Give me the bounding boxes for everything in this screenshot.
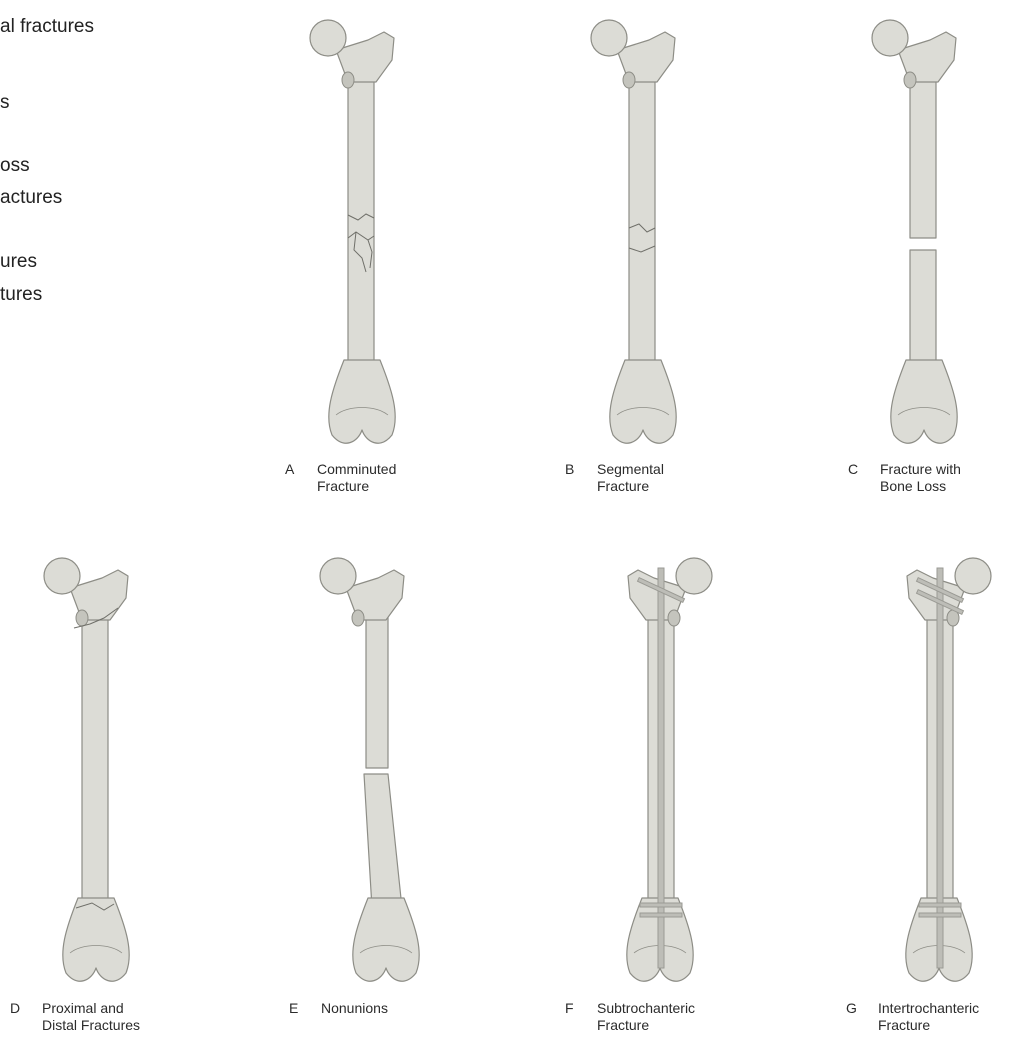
- femur-condyles: [610, 360, 676, 443]
- caption-letter: A: [285, 461, 294, 478]
- caption-letter: D: [10, 1000, 20, 1017]
- caption-line: Bone Loss: [880, 478, 946, 494]
- caption-f: F SubtrochantericFracture: [565, 1000, 725, 1036]
- femoral-head: [44, 558, 80, 594]
- caption-letter: E: [289, 1000, 298, 1017]
- caption-line: Distal Fractures: [42, 1017, 140, 1033]
- lesser-trochanter: [342, 72, 354, 88]
- femur-figure-f: [596, 548, 726, 998]
- caption-line: Comminuted: [317, 461, 396, 477]
- caption-g: G IntertrochantericFracture: [846, 1000, 1011, 1036]
- caption-letter: F: [565, 1000, 574, 1017]
- sidebar-line-2: s: [0, 92, 10, 114]
- femur-figure-c: [858, 10, 988, 460]
- caption-letter: C: [848, 461, 858, 478]
- sidebar-line-5: ures: [0, 251, 37, 273]
- caption-d: D Proximal andDistal Fractures: [10, 1000, 180, 1036]
- caption-a: A ComminutedFracture: [285, 461, 435, 497]
- femur-condyles: [329, 360, 395, 443]
- femur-shaft-lower: [910, 250, 936, 370]
- lesser-trochanter: [352, 610, 364, 626]
- lesser-trochanter: [76, 610, 88, 626]
- caption-line: Proximal and: [42, 1000, 124, 1016]
- caption-line: Fracture with: [880, 461, 961, 477]
- caption-line: Fracture: [878, 1017, 930, 1033]
- femur-group: [320, 558, 419, 981]
- femur-shaft-upper: [910, 70, 936, 238]
- femur-condyles: [63, 898, 129, 981]
- femur-shaft-lower: [364, 774, 402, 908]
- femur-condyles: [891, 360, 957, 443]
- femoral-head: [591, 20, 627, 56]
- intramedullary-nail: [937, 568, 943, 968]
- caption-line: Fracture: [597, 478, 649, 494]
- lesser-trochanter: [904, 72, 916, 88]
- distal-screw: [640, 913, 682, 917]
- caption-line: Fracture: [597, 1017, 649, 1033]
- femur-figure-b: [577, 10, 707, 460]
- femur-figure-g: [875, 548, 1005, 998]
- caption-line: Segmental: [597, 461, 664, 477]
- femur-figure-e: [306, 548, 436, 998]
- femur-group: [591, 20, 676, 443]
- caption-c: C Fracture withBone Loss: [848, 461, 998, 497]
- femur-group: [310, 20, 395, 443]
- femur-figure-a: [296, 10, 426, 460]
- femur-figure-d: [30, 548, 160, 998]
- caption-b: B SegmentalFracture: [565, 461, 715, 497]
- femur-shaft: [629, 70, 655, 370]
- lesser-trochanter: [623, 72, 635, 88]
- distal-screw: [919, 903, 961, 907]
- femoral-head: [310, 20, 346, 56]
- femur-group: [627, 558, 712, 981]
- sidebar-line-4: actures: [0, 187, 62, 209]
- distal-screw: [919, 913, 961, 917]
- distal-screw: [640, 903, 682, 907]
- femoral-head: [872, 20, 908, 56]
- femoral-head: [955, 558, 991, 594]
- femur-shaft: [82, 608, 108, 908]
- caption-letter: B: [565, 461, 574, 478]
- femur-group: [44, 558, 129, 981]
- femur-condyles: [353, 898, 419, 981]
- intramedullary-nail: [658, 568, 664, 968]
- femur-shaft-upper: [366, 608, 388, 768]
- caption-e: E Nonunions: [289, 1000, 439, 1036]
- caption-line: Subtrochanteric: [597, 1000, 695, 1016]
- caption-letter: G: [846, 1000, 857, 1017]
- sidebar-line-6: tures: [0, 284, 42, 306]
- sidebar-line-1: al fractures: [0, 16, 94, 38]
- lesser-trochanter: [668, 610, 680, 626]
- caption-line: Intertrochanteric: [878, 1000, 979, 1016]
- caption-line: Fracture: [317, 478, 369, 494]
- sidebar-line-3: oss: [0, 155, 30, 177]
- femoral-head: [320, 558, 356, 594]
- femoral-head: [676, 558, 712, 594]
- femur-group: [872, 20, 957, 443]
- caption-line: Nonunions: [321, 1000, 388, 1016]
- femur-group: [906, 558, 991, 981]
- femur-shaft: [348, 70, 374, 370]
